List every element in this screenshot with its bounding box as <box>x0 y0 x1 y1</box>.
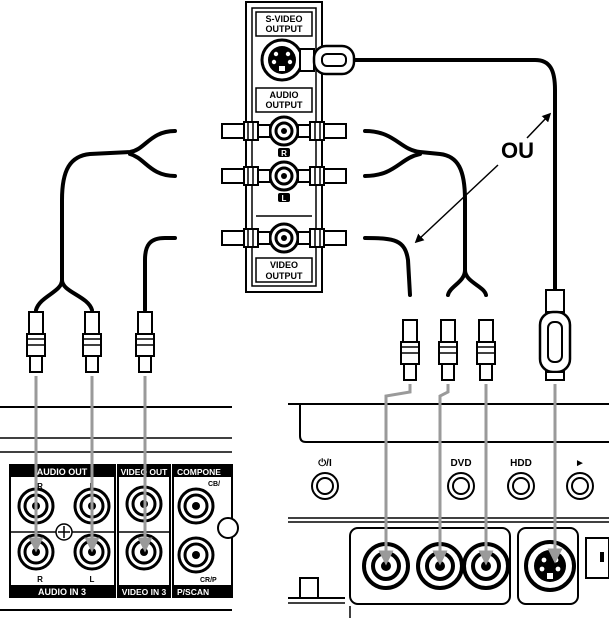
component-label: COMPONE <box>177 467 221 477</box>
audio-r-badge: R <box>281 149 287 158</box>
play-label: ► <box>575 458 585 469</box>
left-device-panel: AUDIO OUT R L R L AUDIO IN 3 VIDEO OUT V… <box>0 406 239 611</box>
audio-output-l-jack[interactable] <box>268 160 300 192</box>
svideo-plug-end <box>538 289 572 381</box>
audio-in-r-label: R <box>37 575 43 584</box>
pscan-label: P/SCAN <box>177 587 209 597</box>
audio-output-r-jack[interactable] <box>268 115 300 147</box>
or-label: OU <box>501 138 534 163</box>
video-output-jack[interactable] <box>268 222 300 254</box>
video-output-label-1: VIDEO <box>270 260 298 270</box>
right-video-cable <box>363 236 412 297</box>
right-device-panel: ⏻/I DVD HDD ► <box>288 403 609 618</box>
left-audio-cable <box>34 129 177 312</box>
dvd-button[interactable] <box>447 472 475 500</box>
cables <box>34 58 557 312</box>
cb-label: CB/ <box>208 481 220 488</box>
hdd-label: HDD <box>510 458 532 469</box>
audio-out-label: AUDIO OUT <box>37 467 88 477</box>
arrow-right-video <box>378 384 412 566</box>
power-button[interactable] <box>311 472 339 500</box>
right-audio-cable <box>363 129 467 297</box>
audio-output-label-2: OUTPUT <box>266 100 304 110</box>
svideo-output-jack[interactable] <box>260 38 304 82</box>
connection-arrows <box>28 376 563 566</box>
svideo-output-label-2: OUTPUT <box>266 24 304 34</box>
source-output-panel: S-VIDEO OUTPUT AUDIO OUTPUT R <box>245 1 323 293</box>
video-in3-label: VIDEO IN 3 <box>122 587 167 597</box>
source-plugs <box>221 44 356 248</box>
arrow-right-audio-l <box>432 384 450 566</box>
audio-in3-label: AUDIO IN 3 <box>38 587 86 597</box>
svideo-plug-top <box>299 44 356 76</box>
audio-in-l-label: L <box>90 575 95 584</box>
front-svideo-in-jack[interactable] <box>524 540 576 592</box>
audio-out-r-label: R <box>37 482 43 491</box>
component-y-jack[interactable] <box>177 487 215 525</box>
or-annotation: OU <box>414 112 552 244</box>
audio-l-badge: L <box>282 194 287 203</box>
power-label: ⏻/I <box>318 457 332 469</box>
svideo-output-label-1: S-VIDEO <box>265 14 302 24</box>
left-video-cable <box>143 236 177 312</box>
dvd-label: DVD <box>450 458 471 469</box>
ground-icon <box>55 523 73 541</box>
hdd-button[interactable] <box>507 472 535 500</box>
svideo-cable <box>353 58 557 292</box>
cr-label: CR/P <box>200 577 217 584</box>
component-cb-jack[interactable] <box>177 536 215 574</box>
audio-output-label-1: AUDIO <box>270 90 299 100</box>
end-plugs <box>26 289 572 381</box>
play-button[interactable] <box>566 472 594 500</box>
video-output-label-2: OUTPUT <box>266 271 304 281</box>
